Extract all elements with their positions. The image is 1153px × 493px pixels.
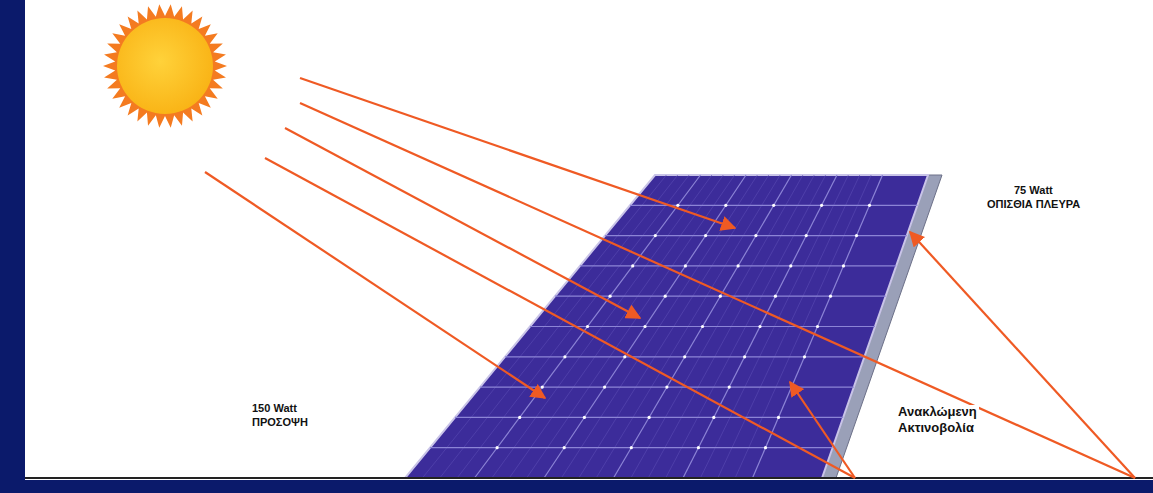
label: Ανακλώμενη xyxy=(896,405,979,420)
ray-arrow xyxy=(285,128,640,318)
panel-grid xyxy=(422,175,917,478)
sun-rays xyxy=(205,78,1135,478)
reflected-arrow xyxy=(910,232,1135,478)
solar-panel xyxy=(405,175,928,478)
ray-arrow xyxy=(205,172,545,398)
white-ground xyxy=(25,0,1153,480)
ray-arrow xyxy=(300,78,735,228)
label: ΟΠΙΣΘΙΑ ΠΛΕΥΡΑ xyxy=(985,198,1082,211)
sun-corona xyxy=(103,4,227,127)
label: 75 Watt xyxy=(1012,184,1055,197)
label: ΠΡΟΣΟΨΗ xyxy=(250,416,310,429)
label: Ακτινοβολία xyxy=(896,421,976,436)
sun xyxy=(103,4,227,127)
label: 150 Watt xyxy=(250,402,299,415)
ray-line xyxy=(265,158,855,478)
ground-line xyxy=(25,477,1153,479)
ray-line xyxy=(300,103,1135,478)
reflected-arrow xyxy=(790,382,855,478)
sun-disc xyxy=(117,18,213,114)
